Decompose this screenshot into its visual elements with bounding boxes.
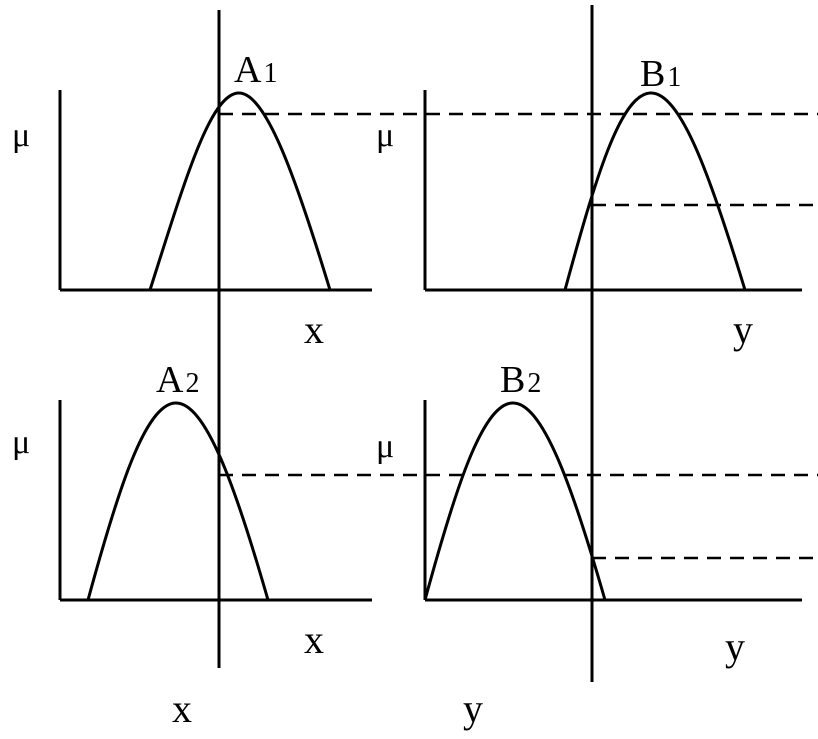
curve-a1 bbox=[148, 91, 332, 291]
set-label-a1: A1 bbox=[234, 49, 277, 91]
panel-a1: μ x A1 bbox=[12, 49, 372, 352]
curve-b2 bbox=[423, 401, 607, 601]
x-label-a2: x bbox=[304, 617, 324, 662]
curve-a2 bbox=[86, 401, 270, 601]
panel-b1: μ y B1 bbox=[376, 53, 802, 352]
set-label-b1: B1 bbox=[640, 53, 681, 95]
mu-label-b2: μ bbox=[376, 428, 394, 465]
panel-b2: μ y B2 bbox=[376, 359, 802, 669]
panel-a2: μ x A2 bbox=[12, 359, 372, 662]
y-input-label: y bbox=[463, 686, 483, 731]
y-label-b2: y bbox=[725, 624, 745, 669]
x-label-a1: x bbox=[304, 307, 324, 352]
set-label-b2: B2 bbox=[500, 359, 541, 401]
mu-label-a2: μ bbox=[12, 424, 30, 461]
y-label-b1: y bbox=[733, 307, 753, 352]
set-label-a2: A2 bbox=[156, 359, 199, 401]
x-input-label: x bbox=[172, 686, 192, 731]
mu-label-a1: μ bbox=[12, 117, 30, 154]
mu-label-b1: μ bbox=[376, 117, 394, 154]
